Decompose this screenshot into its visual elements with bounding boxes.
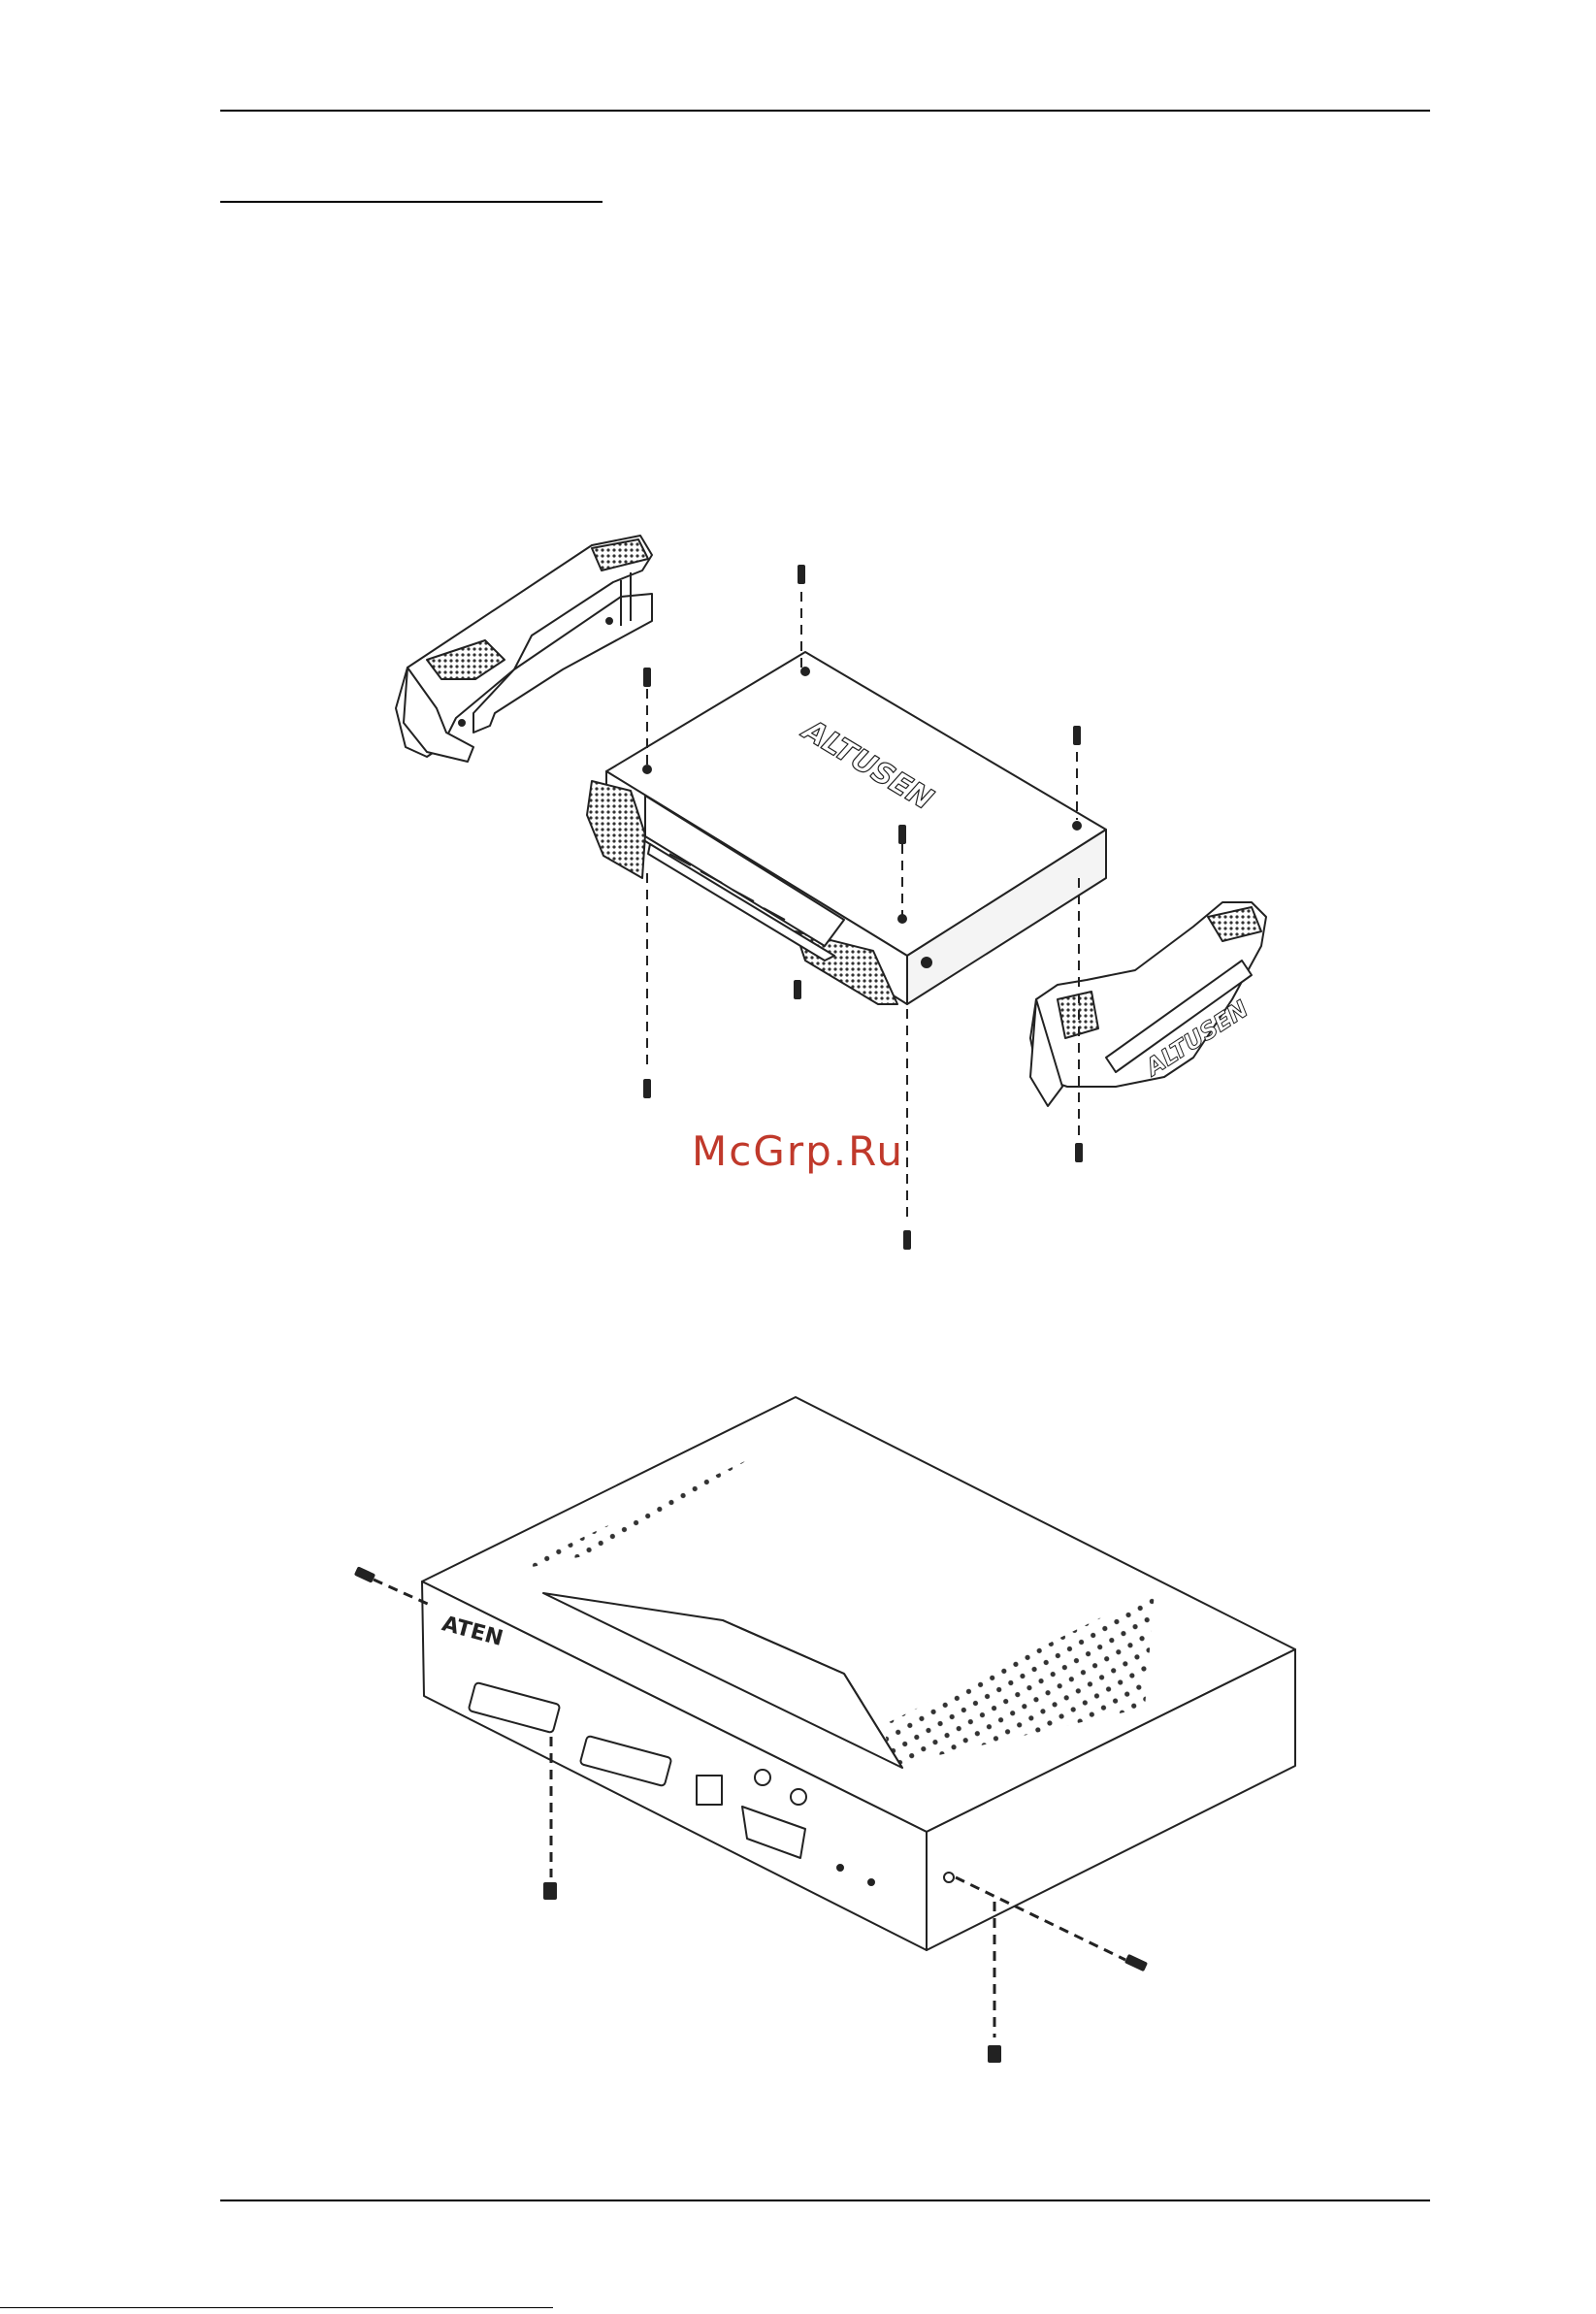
watermark: McGrp.Ru — [0, 1127, 1596, 1175]
kvm-unit-rear: ATEN — [422, 1397, 1295, 1950]
rear-mount-diagram: ATEN — [0, 1378, 1596, 2076]
page-bottom-rule — [0, 2307, 553, 2308]
kvm-unit: ALTUSEN — [587, 652, 1106, 1004]
section-heading-underline — [220, 201, 603, 203]
right-bracket: ALTUSEN — [1030, 902, 1266, 1106]
header-rule — [220, 110, 1430, 112]
footer-rule — [220, 2200, 1430, 2201]
left-bracket — [396, 536, 652, 762]
